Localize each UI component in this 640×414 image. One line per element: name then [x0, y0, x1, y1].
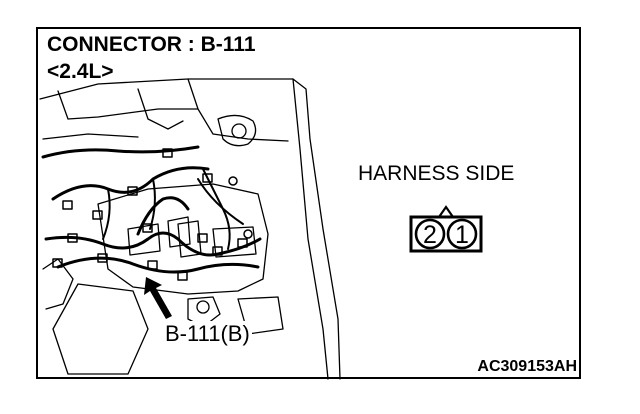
diagram-frame: CONNECTOR : B-111 <2.4L> [36, 27, 581, 380]
connector-face-diagram: 2 1 [409, 205, 483, 253]
harness-side-label: HARNESS SIDE [358, 162, 515, 185]
pin-1-outline [446, 218, 478, 250]
pin-2-label: 2 [423, 221, 437, 249]
connector-pointer-arrow [144, 277, 172, 319]
pin-1-label: 1 [455, 221, 469, 249]
engine-variant-label: <2.4L> [47, 60, 114, 83]
engine-bay-illustration [39, 78, 341, 380]
figure-id: AC309153AH [477, 358, 577, 375]
connector-lock-tab [438, 205, 454, 218]
connector-callout-label: B-111(B) [163, 321, 252, 347]
pin-2-outline [414, 218, 446, 250]
connector-title: CONNECTOR : B-111 [47, 33, 256, 56]
